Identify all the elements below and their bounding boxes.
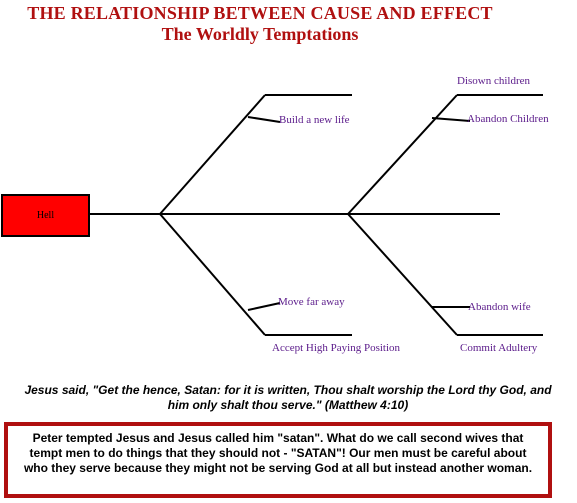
hell-box: Hell xyxy=(1,194,90,237)
commentary-box: Peter tempted Jesus and Jesus called him… xyxy=(4,422,552,498)
page-title: THE RELATIONSHIP BETWEEN CAUSE AND EFFEC… xyxy=(27,3,493,23)
label-accept-high-paying-position: Accept High Paying Position xyxy=(272,342,401,354)
left-fork-lower xyxy=(159,213,266,336)
label-commit-adultery: Commit Adultery xyxy=(460,342,538,354)
label-disown-children: Disown children xyxy=(457,75,531,87)
label-abandon-children: Abandon Children xyxy=(467,113,549,125)
left-upper-spur xyxy=(247,116,281,123)
commentary-text: Peter tempted Jesus and Jesus called him… xyxy=(23,431,533,475)
left-lower-spur xyxy=(247,302,281,311)
label-abandon-wife: Abandon wife xyxy=(468,301,531,313)
left-fork-upper xyxy=(159,94,266,215)
right-upper-spur xyxy=(431,117,471,122)
page-subtitle: The Worldly Temptations xyxy=(161,24,359,44)
label-build-new-life: Build a new life xyxy=(279,114,350,126)
cause-effect-diagram xyxy=(90,94,543,336)
right-fork-lower xyxy=(347,213,458,336)
label-move-far-away: Move far away xyxy=(278,296,345,308)
scripture-quote: Jesus said, "Get the hence, Satan: for i… xyxy=(24,383,552,412)
right-fork-upper xyxy=(347,94,458,215)
